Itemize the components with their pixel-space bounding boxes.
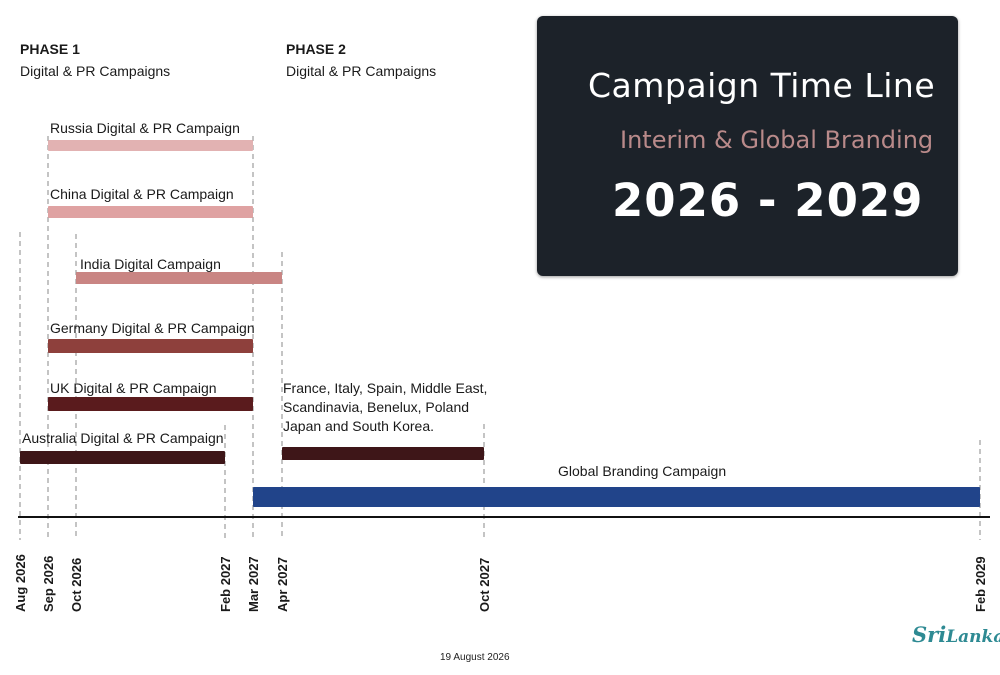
gantt-bar-label: Scandinavia, Benelux, Poland <box>283 399 469 415</box>
gantt-bar <box>20 451 225 464</box>
axis-tick-label: Oct 2027 <box>477 558 492 612</box>
chart-title: Campaign Time Line <box>588 66 936 105</box>
gantt-bar <box>48 140 253 151</box>
gantt-bar-label: Russia Digital & PR Campaign <box>50 120 240 136</box>
phase-2-subtitle: Digital & PR Campaigns <box>286 63 437 79</box>
gantt-bar <box>282 447 484 460</box>
chart-years: 2026 - 2029 <box>612 174 924 227</box>
gantt-bar <box>48 339 253 353</box>
axis-tick-label: Feb 2027 <box>218 556 233 612</box>
phase-1-subtitle: Digital & PR Campaigns <box>20 63 171 79</box>
phase-1-title: PHASE 1 <box>20 41 80 57</box>
gantt-bar <box>253 487 980 507</box>
gantt-bar-label: Global Branding Campaign <box>558 463 726 479</box>
title-box: Campaign Time Line Interim & Global Bran… <box>537 16 958 276</box>
footer-date: 19 August 2026 <box>440 652 510 663</box>
gantt-bar <box>48 206 253 218</box>
sri-lanka-logo: SriLanka <box>912 622 1000 647</box>
axis-tick-label: Aug 2026 <box>13 554 28 612</box>
axis-tick-label: Sep 2026 <box>41 556 56 612</box>
gantt-bar-label: UK Digital & PR Campaign <box>50 380 217 396</box>
gantt-bar-label: Japan and South Korea. <box>283 418 434 434</box>
axis-tick-label: Oct 2026 <box>69 558 84 612</box>
gantt-bar-label: Australia Digital & PR Campaign <box>22 430 224 446</box>
phase-1-header: PHASE 1 Digital & PR Campaigns <box>20 38 170 82</box>
axis-tick-label: Apr 2027 <box>275 557 290 612</box>
gantt-bar-label: France, Italy, Spain, Middle East, <box>283 380 487 396</box>
axis-tick-label: Mar 2027 <box>246 556 261 612</box>
phase-2-header: PHASE 2 Digital & PR Campaigns <box>286 38 436 82</box>
chart-subtitle: Interim & Global Branding <box>620 126 934 154</box>
gantt-bar-label: China Digital & PR Campaign <box>50 186 234 202</box>
gantt-bar <box>76 272 282 284</box>
gantt-bar <box>48 397 253 411</box>
gantt-bar-label: India Digital Campaign <box>80 256 221 272</box>
logo-word-lanka: Lanka <box>946 627 1000 647</box>
phase-2-title: PHASE 2 <box>286 41 346 57</box>
logo-word-sri: Sri <box>912 622 947 647</box>
axis-tick-label: Feb 2029 <box>973 556 988 612</box>
gantt-bar-label: Germany Digital & PR Campaign <box>50 320 255 336</box>
